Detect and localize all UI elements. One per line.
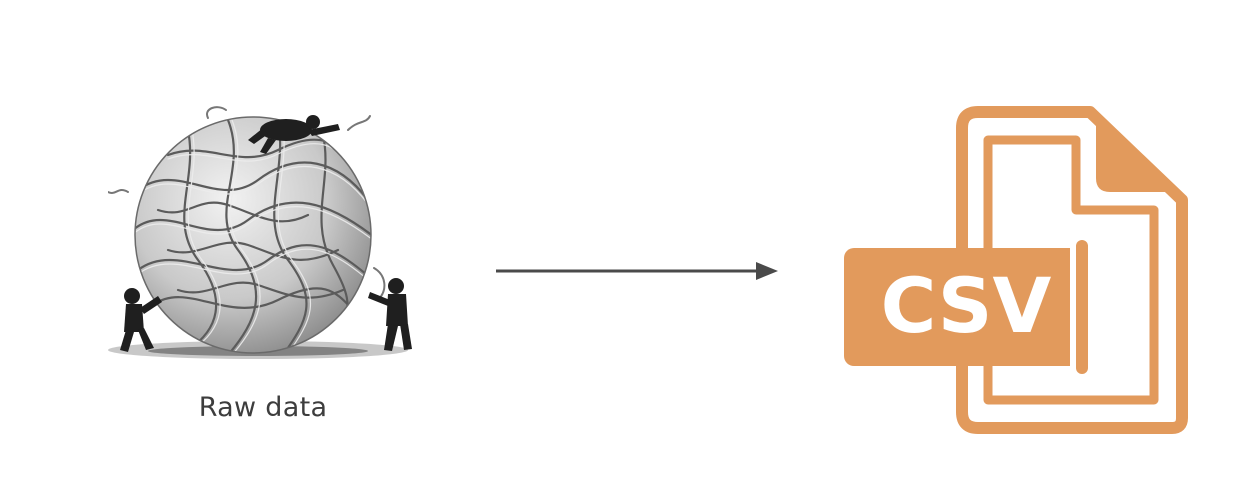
csv-file-icon: CSV bbox=[844, 106, 1188, 434]
tangled-ball-icon bbox=[108, 106, 412, 359]
raw-data-label: Raw data bbox=[198, 392, 328, 423]
arrow-right-icon bbox=[496, 262, 778, 280]
csv-badge-text: CSV bbox=[881, 261, 1052, 350]
